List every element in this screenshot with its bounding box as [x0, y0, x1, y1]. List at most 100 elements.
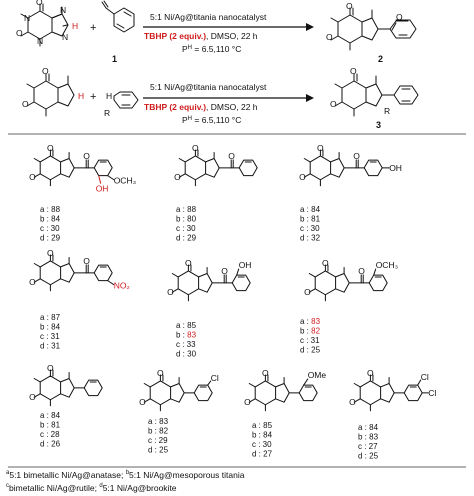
yield-a: a : 85	[252, 421, 273, 430]
yield-b: b : 82	[148, 427, 169, 436]
compound-c7: OOa : 84b : 81c : 28d : 26	[29, 363, 103, 449]
oxygen-atom: O	[346, 1, 353, 11]
oxygen-atom: O	[83, 151, 90, 161]
conditions-oxidant: TBHP (2 equiv.), DMSO, 22 h	[144, 31, 258, 41]
oxygen-atom: O	[139, 397, 146, 407]
hydroxyl-group: OH	[389, 163, 402, 173]
oxygen-atom: O	[29, 172, 36, 182]
plus-sign: +	[90, 91, 96, 103]
product-label-2: 2	[378, 54, 383, 64]
nitrogen-atom: N	[60, 5, 66, 15]
oxygen-atom: O	[42, 66, 49, 76]
substituted-arene: H R	[104, 91, 139, 118]
methoxy-group: OCH₃	[114, 176, 136, 186]
reaction-1: O O N N N N H + 1 5:1 Ni/Ag@titania nano…	[16, 0, 417, 64]
oxygen-atom: O	[228, 151, 235, 161]
oxygen-atom: O	[29, 392, 36, 402]
oxygen-atom: O	[22, 99, 29, 109]
oxygen-atom: O	[350, 66, 357, 76]
yield-c: c : 31	[300, 336, 320, 345]
hydrogen-atom: H	[78, 91, 84, 101]
caffeine-reactant-1: O O N N N N H	[16, 0, 78, 47]
yield-d: d : 31	[40, 342, 61, 351]
yield-a: a : 83	[300, 317, 321, 326]
nitrogen-atom: N	[24, 13, 30, 23]
footnote-line-1: a5:1 bimetallic Ni/Ag@anatase; b5:1 Ni/A…	[6, 470, 245, 480]
nitro-group: NO₂	[114, 281, 130, 291]
reaction-arrow-2	[143, 94, 314, 102]
yield-d: d : 26	[40, 440, 61, 449]
yield-c: c : 27	[358, 442, 378, 451]
yield-c: c : 30	[252, 440, 272, 449]
yield-a: a : 88	[176, 205, 197, 214]
yield-d: d : 25	[148, 446, 169, 455]
product-2-structure: O O O	[326, 1, 417, 51]
hydroxyl-group: OH	[96, 184, 109, 194]
yield-b: b : 81	[40, 421, 61, 430]
oxygen-atom: O	[396, 12, 403, 22]
reaction-2: O O H + H R 5:1 Ni/Ag@titania nanocataly…	[22, 66, 419, 130]
chloro-group: Cl	[211, 373, 219, 383]
yield-d: d : 25	[358, 452, 379, 461]
yield-a: a : 83	[148, 417, 169, 426]
yield-d: d : 27	[252, 450, 273, 459]
yield-a: a : 84	[300, 205, 321, 214]
chloro-group: Cl	[421, 372, 429, 382]
oxygen-atom: O	[304, 287, 311, 297]
yield-b: b : 83	[358, 433, 379, 442]
yield-a: a : 84	[358, 423, 379, 432]
nitrogen-atom: N	[37, 36, 43, 46]
product-label-3: 3	[376, 120, 381, 130]
hydrogen-atom: H	[106, 91, 112, 101]
yield-c: c : 30	[300, 224, 320, 233]
benzaldehyde	[101, 0, 135, 33]
oxygen-atom: O	[299, 172, 306, 182]
hydrogen-atom: H	[72, 21, 78, 31]
yield-a: a : 84	[40, 411, 61, 420]
oxygen-atom: O	[349, 397, 356, 407]
oxygen-atom: O	[167, 287, 174, 297]
yield-d: d : 25	[300, 346, 321, 355]
r-substituent: R	[384, 106, 390, 116]
yield-d: d : 30	[176, 350, 197, 359]
oxygen-atom: O	[367, 368, 374, 378]
yield-b: b : 84	[252, 431, 273, 440]
oxygen-atom: O	[36, 0, 43, 7]
oxygen-atom: O	[29, 277, 36, 287]
conditions-ph: PH = 6.5,110 °C	[182, 115, 241, 125]
oxygen-atom: O	[16, 28, 23, 38]
oxygen-atom: O	[83, 256, 90, 266]
oxygen-atom: O	[47, 363, 54, 373]
yield-a: a : 88	[40, 205, 61, 214]
yield-b: b : 82	[300, 327, 321, 336]
yield-b: b : 84	[40, 215, 61, 224]
yield-c: c : 31	[40, 332, 60, 341]
reactant-label: 1	[112, 54, 117, 64]
oxygen-atom: O	[358, 266, 365, 276]
footnote-line-2: cbimetallic Ni/Ag@rutile; d5:1 Ni/Ag@bro…	[6, 483, 177, 493]
reaction-arrow-1	[143, 23, 314, 31]
oxygen-atom: O	[221, 266, 228, 276]
yield-a: a : 87	[40, 313, 61, 322]
yield-d: d : 32	[300, 234, 321, 243]
conditions-catalyst: 5:1 Ni/Ag@titania nanocatalyst	[150, 12, 267, 22]
caffeine-reactant-2: O O H	[22, 66, 84, 117]
oxygen-atom: O	[185, 258, 192, 268]
oxygen-atom: O	[353, 151, 360, 161]
nitrogen-atom: N	[62, 32, 68, 42]
product-3-structure: O O R	[330, 66, 419, 117]
plus-sign: +	[90, 22, 96, 34]
oxygen-atom: O	[47, 248, 54, 258]
yield-b: b : 81	[300, 215, 321, 224]
chloro-group: Cl	[428, 388, 436, 398]
